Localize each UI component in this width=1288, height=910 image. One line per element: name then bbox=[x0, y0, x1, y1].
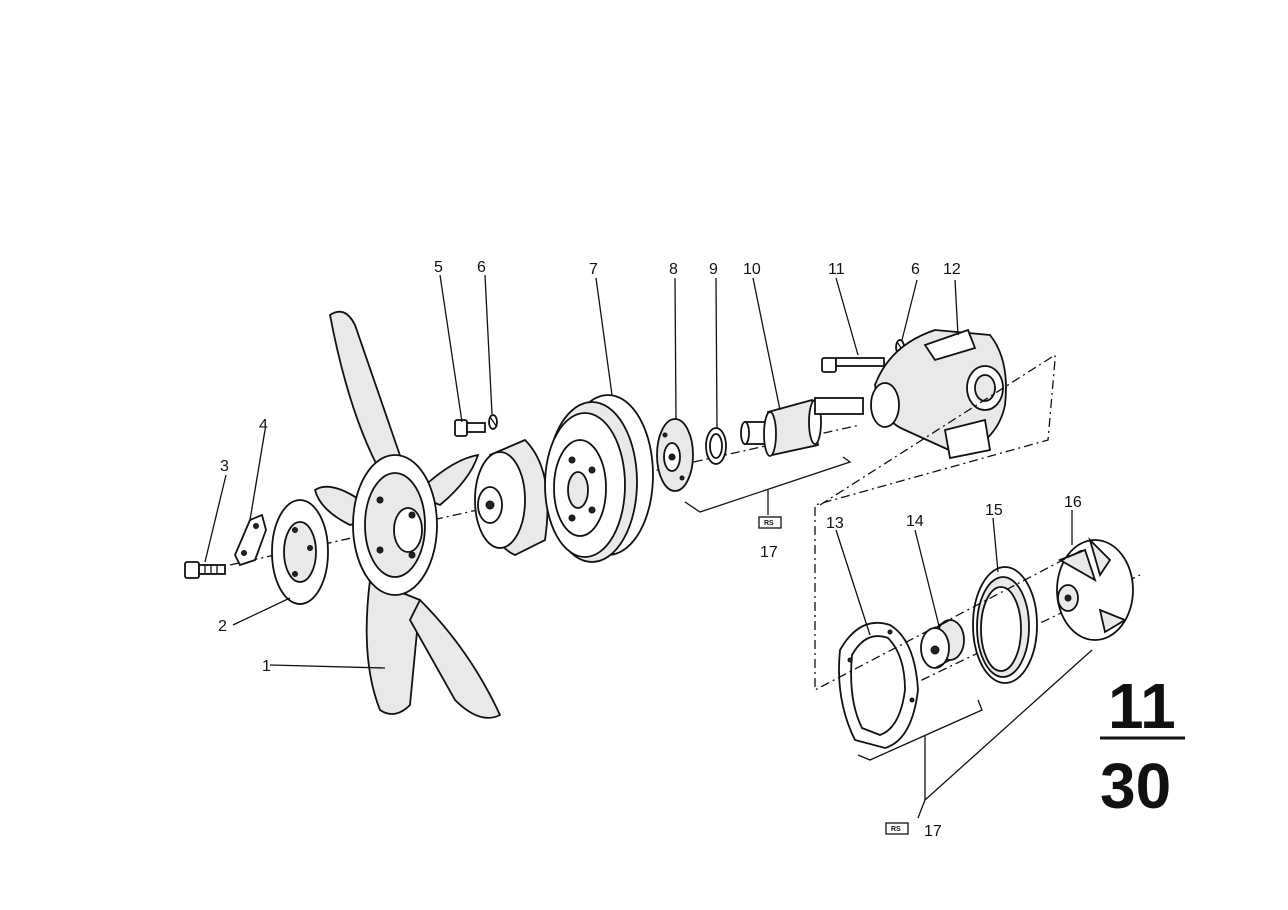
callout-17-lower: 17 bbox=[924, 823, 942, 840]
callout-7: 7 bbox=[589, 261, 598, 278]
part-shaft-bearing[interactable] bbox=[740, 397, 864, 457]
part-flange-disc[interactable] bbox=[656, 418, 694, 492]
callout-2: 2 bbox=[218, 618, 227, 635]
callout-11: 11 bbox=[828, 261, 845, 278]
part-fan[interactable] bbox=[313, 310, 502, 719]
repair-set-badge-text-lower: RS bbox=[891, 826, 901, 833]
part-pulley[interactable] bbox=[544, 394, 654, 563]
callout-10: 10 bbox=[743, 261, 761, 278]
part-impeller[interactable] bbox=[1056, 536, 1134, 641]
callout-15: 15 bbox=[985, 502, 1003, 519]
callout-12: 12 bbox=[943, 261, 961, 278]
part-seal[interactable] bbox=[920, 619, 965, 669]
part-hex-bolt[interactable] bbox=[184, 561, 226, 579]
callout-16: 16 bbox=[1064, 494, 1082, 511]
callout-1: 1 bbox=[262, 658, 271, 675]
callout-8: 8 bbox=[669, 261, 678, 278]
part-pump-housing[interactable] bbox=[870, 328, 1007, 460]
callout-17-upper: 17 bbox=[760, 544, 778, 561]
repair-set-badge-text-upper: RS bbox=[764, 520, 774, 527]
callout-4: 4 bbox=[259, 417, 268, 434]
callout-6-upper-right: 6 bbox=[911, 261, 920, 278]
part-ring[interactable] bbox=[972, 566, 1038, 684]
callout-6-upper-left: 6 bbox=[477, 259, 486, 276]
group-number: 11 bbox=[1108, 670, 1176, 742]
page-number: 30 bbox=[1100, 750, 1171, 822]
repair-set-icon: RS bbox=[885, 822, 909, 835]
callout-13: 13 bbox=[826, 515, 844, 532]
part-gasket[interactable] bbox=[838, 621, 919, 749]
part-circlip[interactable] bbox=[705, 427, 727, 465]
part-bolt-small[interactable] bbox=[454, 419, 486, 437]
part-spring-washer-a[interactable] bbox=[488, 414, 498, 430]
part-long-bolt[interactable] bbox=[821, 357, 885, 373]
callout-5: 5 bbox=[434, 259, 443, 276]
part-flange[interactable] bbox=[271, 499, 329, 605]
part-hub[interactable] bbox=[474, 438, 549, 556]
axis-line-upper bbox=[229, 424, 861, 566]
repair-set-icon: RS bbox=[758, 516, 782, 529]
callout-3: 3 bbox=[220, 458, 229, 475]
callout-9: 9 bbox=[709, 261, 718, 278]
callout-14: 14 bbox=[906, 513, 924, 530]
